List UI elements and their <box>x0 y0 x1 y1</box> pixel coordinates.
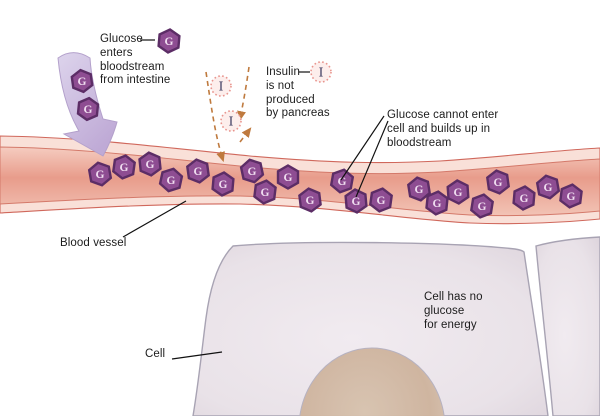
svg-text:I: I <box>229 115 234 129</box>
svg-text:G: G <box>520 193 529 205</box>
glucose-molecule: G <box>186 158 210 184</box>
svg-text:G: G <box>96 169 105 181</box>
leader-blood-vessel <box>122 200 187 238</box>
glucose-molecule: G <box>158 167 184 193</box>
glucose-molecule: G <box>253 179 277 205</box>
insulin-molecule: I <box>310 61 332 83</box>
svg-text:G: G <box>567 191 576 203</box>
glucose-molecule: G <box>344 188 368 214</box>
label-cell: Cell <box>145 348 166 360</box>
cell-nucleus <box>299 347 445 416</box>
label-glucose-buildup: Glucose cannot enter cell and builds up … <box>387 109 499 149</box>
glucose-molecule: G <box>470 193 494 219</box>
insulin-dashed-arrow-up <box>239 127 252 143</box>
svg-text:G: G <box>454 187 463 199</box>
cell-body <box>192 241 549 416</box>
glucose-molecule: G <box>87 161 113 187</box>
leader-buildup-1 <box>340 115 385 181</box>
svg-text:G: G <box>544 182 553 194</box>
insulin-dashed-arrow-right <box>237 66 250 122</box>
svg-text:I: I <box>319 66 324 80</box>
glucose-molecule: G <box>425 190 449 216</box>
glucose-molecule: G <box>512 185 536 211</box>
insulin-molecule: I <box>210 75 232 97</box>
svg-text:G: G <box>284 172 293 184</box>
svg-text:G: G <box>248 166 257 178</box>
svg-text:G: G <box>167 175 176 187</box>
insulin-path-arrows <box>205 66 252 163</box>
svg-text:G: G <box>377 195 386 207</box>
label-blood-vessel: Blood vessel <box>60 237 127 249</box>
glucose-molecule: G <box>446 179 470 205</box>
glucose-molecule: G <box>70 68 94 94</box>
glucose-molecule: G <box>138 151 162 177</box>
svg-text:G: G <box>338 176 347 188</box>
glucose-molecule: G <box>157 28 181 54</box>
leader-cell <box>171 351 223 360</box>
svg-text:G: G <box>194 166 203 178</box>
label-cell-no-glucose: Cell has no glucose for energy <box>424 291 483 331</box>
svg-text:G: G <box>352 196 361 208</box>
svg-text:G: G <box>84 104 93 116</box>
body-cells <box>192 236 600 416</box>
svg-text:G: G <box>433 198 442 210</box>
glucose-molecule: G <box>298 187 322 213</box>
leader-buildup-2 <box>355 120 389 198</box>
glucose-molecule: G <box>486 169 510 195</box>
svg-text:G: G <box>78 76 87 88</box>
insulin-molecule: I <box>220 110 242 132</box>
label-glucose-entry: Glucose enters bloodstream from intestin… <box>100 33 171 87</box>
glucose-molecule: G <box>276 164 300 190</box>
svg-text:G: G <box>261 187 270 199</box>
svg-text:G: G <box>165 36 174 48</box>
insulin-dashed-arrow-left <box>205 71 225 163</box>
svg-text:G: G <box>415 184 424 196</box>
svg-text:G: G <box>306 195 315 207</box>
cell-neighbor <box>535 236 600 416</box>
svg-text:G: G <box>494 177 503 189</box>
glucose-molecule: G <box>369 187 393 213</box>
glucose-molecule: G <box>535 174 561 200</box>
glucose-molecule: G <box>407 176 431 202</box>
svg-text:G: G <box>219 179 228 191</box>
glucose-molecule: G <box>76 96 100 122</box>
svg-text:G: G <box>120 162 129 174</box>
glucose-molecule: G <box>112 154 136 180</box>
glucose-molecule: G <box>559 183 583 209</box>
svg-text:G: G <box>146 159 155 171</box>
glucose-molecule: G <box>211 171 235 197</box>
glucose-molecule: G <box>239 158 265 184</box>
svg-text:G: G <box>478 201 487 213</box>
leader-lines <box>122 39 389 360</box>
label-insulin-absent: Insulin is not produced by pancreas <box>266 66 330 120</box>
glucose-molecule: G <box>329 168 355 194</box>
svg-text:I: I <box>219 80 224 94</box>
